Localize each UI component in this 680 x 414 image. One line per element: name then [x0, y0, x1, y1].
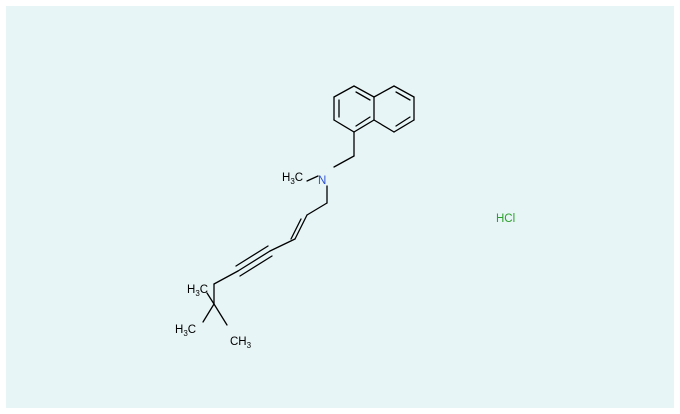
bond: [333, 85, 355, 98]
bond: [269, 238, 296, 252]
triple-bond: [239, 255, 273, 277]
tbu-methyl-bottom-label: CH3: [230, 336, 252, 350]
naphthalene-ring: [333, 85, 415, 133]
double-bond-inner: [355, 91, 371, 101]
double-bond-inner: [290, 218, 302, 240]
bond: [294, 214, 308, 240]
double-bond-inner: [355, 116, 371, 127]
bond: [213, 303, 228, 326]
bond: [306, 175, 319, 182]
bond: [333, 155, 355, 168]
bond: [206, 292, 215, 305]
triple-bond: [237, 250, 271, 272]
molecule-canvas: [6, 6, 674, 408]
bond: [306, 202, 328, 216]
double-bond-inner: [395, 116, 411, 127]
hcl-salt-label: HCl: [496, 213, 515, 225]
bond: [353, 85, 375, 98]
tbu-methyl-left-label: H3C: [175, 324, 196, 338]
bond: [213, 270, 239, 285]
bond: [333, 119, 355, 133]
bond: [202, 303, 215, 323]
bond: [373, 85, 395, 98]
bond: [393, 85, 415, 98]
bond: [373, 119, 395, 133]
tbu-methyl-top-label: H3C: [187, 284, 208, 298]
n-methyl-label: H3C: [282, 172, 303, 186]
bond: [393, 119, 415, 133]
nitrogen-label: N: [318, 175, 326, 187]
double-bond-inner: [395, 91, 411, 101]
triple-bond: [235, 245, 269, 267]
bond: [353, 119, 375, 133]
